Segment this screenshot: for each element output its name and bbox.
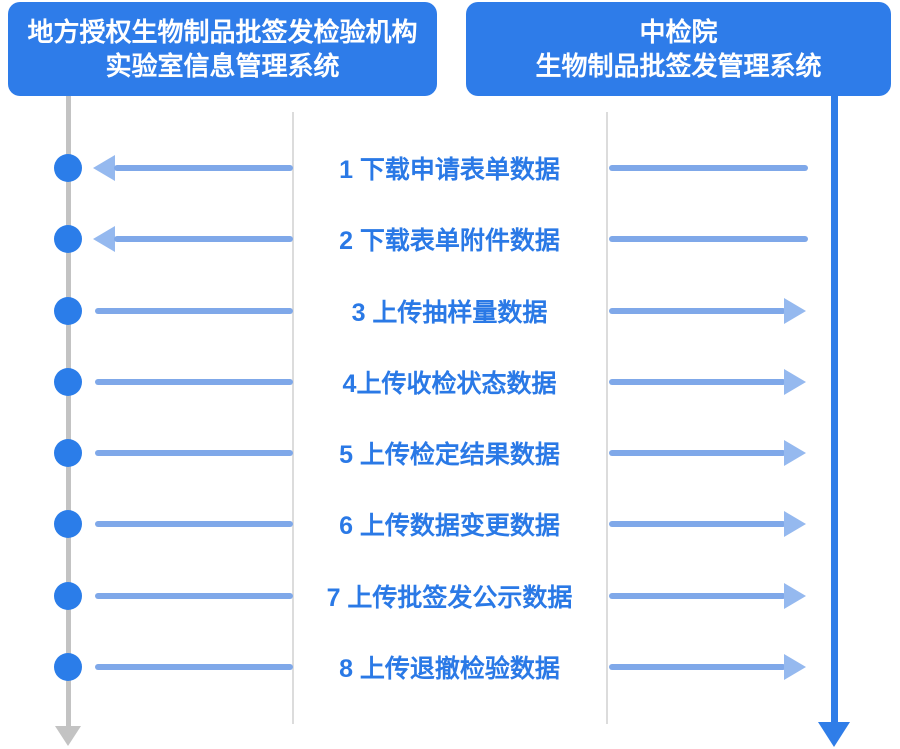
arrow-line-left <box>95 450 293 456</box>
message-row-1: 1 下载申请表单数据 <box>0 154 900 184</box>
arrow-line-right <box>609 165 808 171</box>
left-lifeline <box>66 96 71 728</box>
left-system-name-line1: 地方授权生物制品批签发检验机构 <box>27 17 418 47</box>
arrow-left-icon <box>93 155 115 181</box>
arrow-line-left <box>95 308 293 314</box>
arrow-line-right <box>609 450 786 456</box>
arrow-line-left <box>95 521 293 527</box>
arrow-left-icon <box>93 226 115 252</box>
message-row-2: 2 下载表单附件数据 <box>0 225 900 255</box>
message-row-8: 8 上传退撤检验数据 <box>0 653 900 683</box>
lifeline-dot <box>54 154 82 182</box>
lifeline-dot <box>54 368 82 396</box>
arrow-right-icon <box>784 654 806 680</box>
message-label: 6 上传数据变更数据 <box>339 512 560 540</box>
arrow-line-left <box>95 379 293 385</box>
lifeline-dot <box>54 582 82 610</box>
message-label: 1 下载申请表单数据 <box>339 156 560 184</box>
label-column-right-guide <box>606 112 608 724</box>
message-label: 8 上传退撤检验数据 <box>339 655 560 683</box>
right-system-name-line1: 中检院 <box>639 17 718 47</box>
arrow-right-icon <box>784 583 806 609</box>
left-system-header: 地方授权生物制品批签发检验机构 实验室信息管理系统 <box>8 2 437 96</box>
lifeline-dot <box>54 439 82 467</box>
message-row-4: 4上传收检状态数据 <box>0 368 900 398</box>
message-label: 2 下载表单附件数据 <box>339 227 560 255</box>
arrow-line-left <box>114 165 293 171</box>
right-lifeline-arrow-down-icon <box>818 722 850 747</box>
message-label: 7 上传批签发公示数据 <box>326 584 573 612</box>
message-row-6: 6 上传数据变更数据 <box>0 510 900 540</box>
arrow-line-right <box>609 236 808 242</box>
arrow-line-right <box>609 593 786 599</box>
message-label: 3 上传抽样量数据 <box>351 299 548 327</box>
arrow-right-icon <box>784 440 806 466</box>
arrow-line-right <box>609 308 786 314</box>
message-row-5: 5 上传检定结果数据 <box>0 439 900 469</box>
right-system-name-line2: 生物制品批签发管理系统 <box>535 51 822 81</box>
message-label: 5 上传检定结果数据 <box>339 441 560 469</box>
arrow-right-icon <box>784 369 806 395</box>
arrow-line-right <box>609 379 786 385</box>
arrow-line-left <box>95 664 293 670</box>
message-row-3: 3 上传抽样量数据 <box>0 297 900 327</box>
message-label: 4上传收检状态数据 <box>342 370 557 398</box>
lifeline-dot <box>54 510 82 538</box>
right-lifeline <box>831 96 838 724</box>
message-row-7: 7 上传批签发公示数据 <box>0 582 900 612</box>
arrow-line-right <box>609 664 786 670</box>
left-lifeline-arrow-down-icon <box>55 726 81 746</box>
lifeline-dot <box>54 297 82 325</box>
lifeline-dot <box>54 653 82 681</box>
arrow-right-icon <box>784 511 806 537</box>
lifeline-dot <box>54 225 82 253</box>
arrow-right-icon <box>784 298 806 324</box>
right-system-header: 中检院 生物制品批签发管理系统 <box>466 2 891 96</box>
arrow-line-left <box>114 236 293 242</box>
arrow-line-left <box>95 593 293 599</box>
arrow-line-right <box>609 521 786 527</box>
label-column-left-guide <box>292 112 294 724</box>
left-system-name-line2: 实验室信息管理系统 <box>105 51 340 81</box>
